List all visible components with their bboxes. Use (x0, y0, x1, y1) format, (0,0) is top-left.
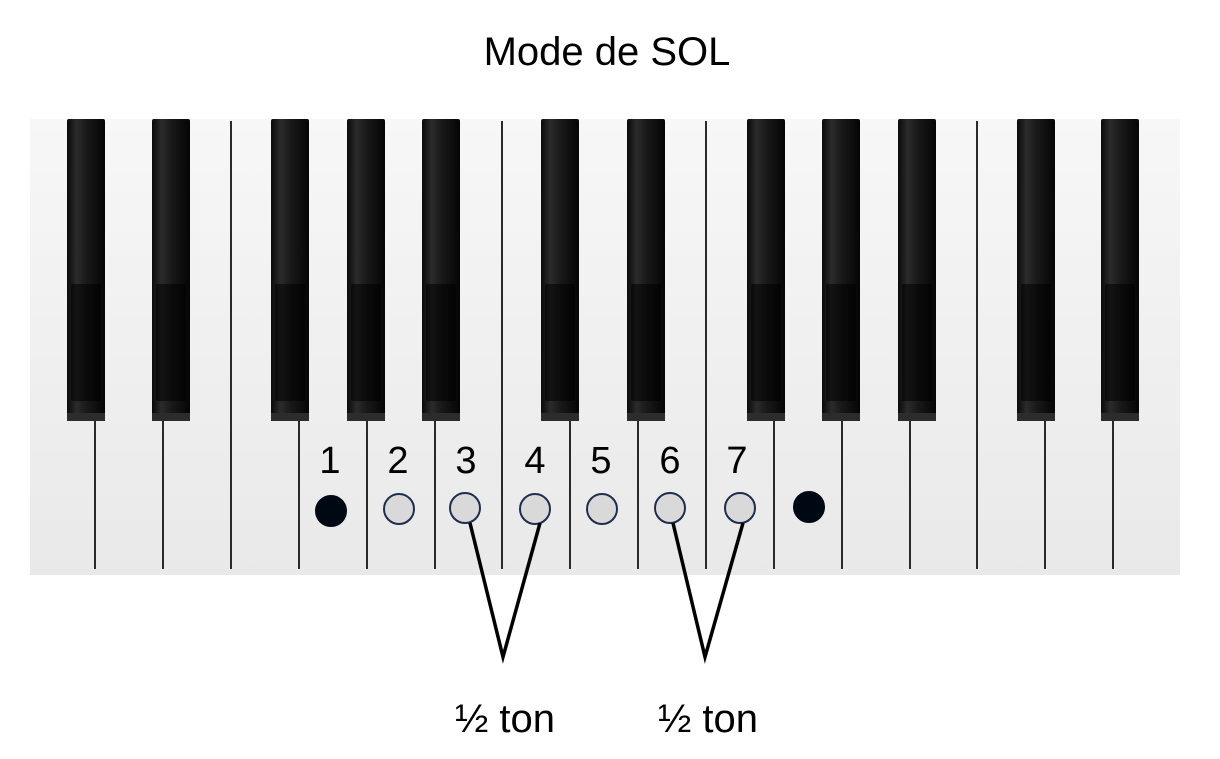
black-key (271, 119, 309, 421)
half-tone-label: ½ ton (658, 697, 758, 741)
degree-marker (519, 493, 551, 525)
black-key-front (156, 284, 186, 401)
half-tone-bracket-line (671, 522, 745, 664)
black-key-lip (1017, 413, 1055, 421)
diagram-title: Mode de SOL (484, 30, 731, 74)
black-key (422, 119, 460, 421)
black-key-front (545, 284, 575, 401)
scale-degree-label: 1 (319, 440, 340, 482)
degree-marker (724, 492, 756, 524)
degree-marker (586, 493, 618, 525)
black-key-lip (822, 413, 860, 421)
scale-degree-labels: 1 2 3 4 5 6 7 (319, 440, 747, 482)
black-key-lip (627, 413, 665, 421)
degree-marker (449, 492, 481, 524)
degree-marker (383, 493, 415, 525)
black-key (822, 119, 860, 421)
black-keys (67, 119, 1139, 421)
black-key (347, 119, 385, 421)
black-key-lip (1101, 413, 1139, 421)
black-key-lip (898, 413, 936, 421)
black-key-lip (541, 413, 579, 421)
note-markers (315, 491, 825, 527)
black-key (747, 119, 785, 421)
black-key-front (351, 284, 381, 401)
half-tone-bracket: ½ ton (658, 522, 758, 741)
black-key-front (631, 284, 661, 401)
half-tone-bracket-line (468, 522, 542, 664)
black-key-front (71, 284, 101, 401)
black-key (152, 119, 190, 421)
black-key (1017, 119, 1055, 421)
black-key-lip (67, 413, 105, 421)
black-key (541, 119, 579, 421)
black-key-front (1105, 284, 1135, 401)
scale-degree-label: 2 (387, 440, 408, 482)
half-tone-bracket: ½ ton (455, 522, 555, 741)
half-tone-brackets: ½ ton ½ ton (455, 522, 758, 741)
scale-degree-label: 4 (524, 440, 545, 482)
scale-degree-label: 3 (455, 440, 476, 482)
black-key (67, 119, 105, 421)
scale-degree-label: 7 (726, 440, 747, 482)
tonic-marker (793, 491, 825, 523)
tonic-marker (315, 495, 347, 527)
black-key-front (826, 284, 856, 401)
black-key-lip (747, 413, 785, 421)
white-key-dividers (94, 121, 1114, 569)
scale-degree-label: 5 (590, 440, 611, 482)
black-key-front (1021, 284, 1051, 401)
scale-degree-label: 6 (659, 440, 680, 482)
black-key-front (426, 284, 456, 401)
black-key (898, 119, 936, 421)
black-key-lip (152, 413, 190, 421)
black-key-lip (347, 413, 385, 421)
black-key-front (751, 284, 781, 401)
black-key-front (275, 284, 305, 401)
black-key-lip (271, 413, 309, 421)
black-key-front (902, 284, 932, 401)
black-key-lip (422, 413, 460, 421)
degree-marker (654, 492, 686, 524)
black-key (627, 119, 665, 421)
half-tone-label: ½ ton (455, 697, 555, 741)
black-key (1101, 119, 1139, 421)
